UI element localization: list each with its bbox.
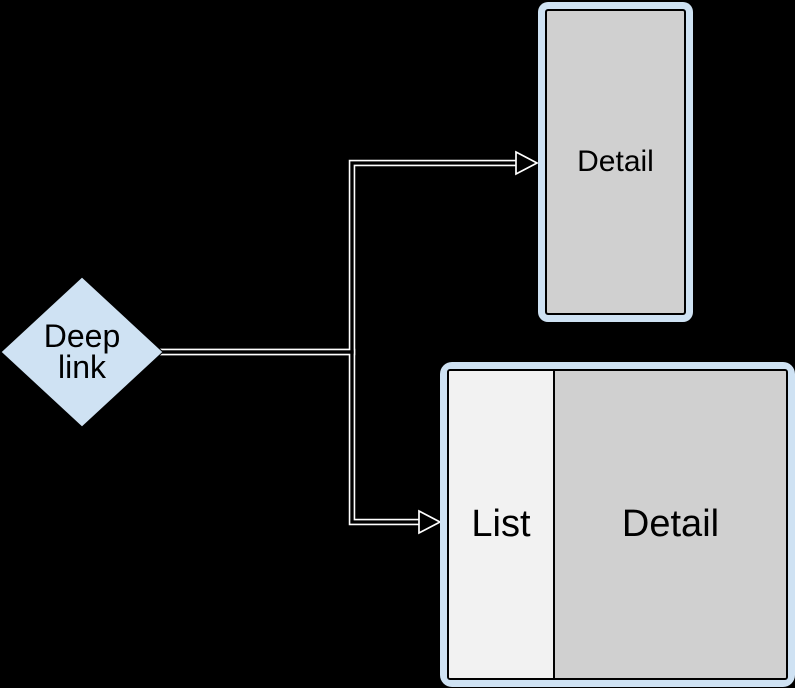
node-list-detail: List Detail	[440, 362, 795, 687]
list-pane: List	[449, 371, 555, 678]
deep-link-diamond	[0, 276, 164, 428]
connector-deeplink-to-listdetail-channel	[160, 350, 421, 524]
detail-pane: Detail	[555, 371, 786, 678]
arrowhead-to-listdetail-icon	[418, 509, 442, 535]
arrowhead-to-detail-icon	[515, 150, 539, 176]
connector-deeplink-to-listdetail	[160, 348, 421, 526]
node-detail-compact: Detail	[538, 2, 693, 322]
list-detail-screen: List Detail	[447, 369, 788, 680]
detail-compact-screen: Detail	[545, 9, 686, 315]
deep-link-label: Deep link	[43, 318, 121, 385]
detail-pane-label: Detail	[621, 503, 720, 545]
connector-deeplink-to-detail	[160, 159, 517, 356]
connector-deeplink-to-detail-channel	[160, 161, 517, 354]
list-pane-label: List	[471, 503, 531, 545]
detail-compact-label: Detail	[577, 145, 654, 178]
